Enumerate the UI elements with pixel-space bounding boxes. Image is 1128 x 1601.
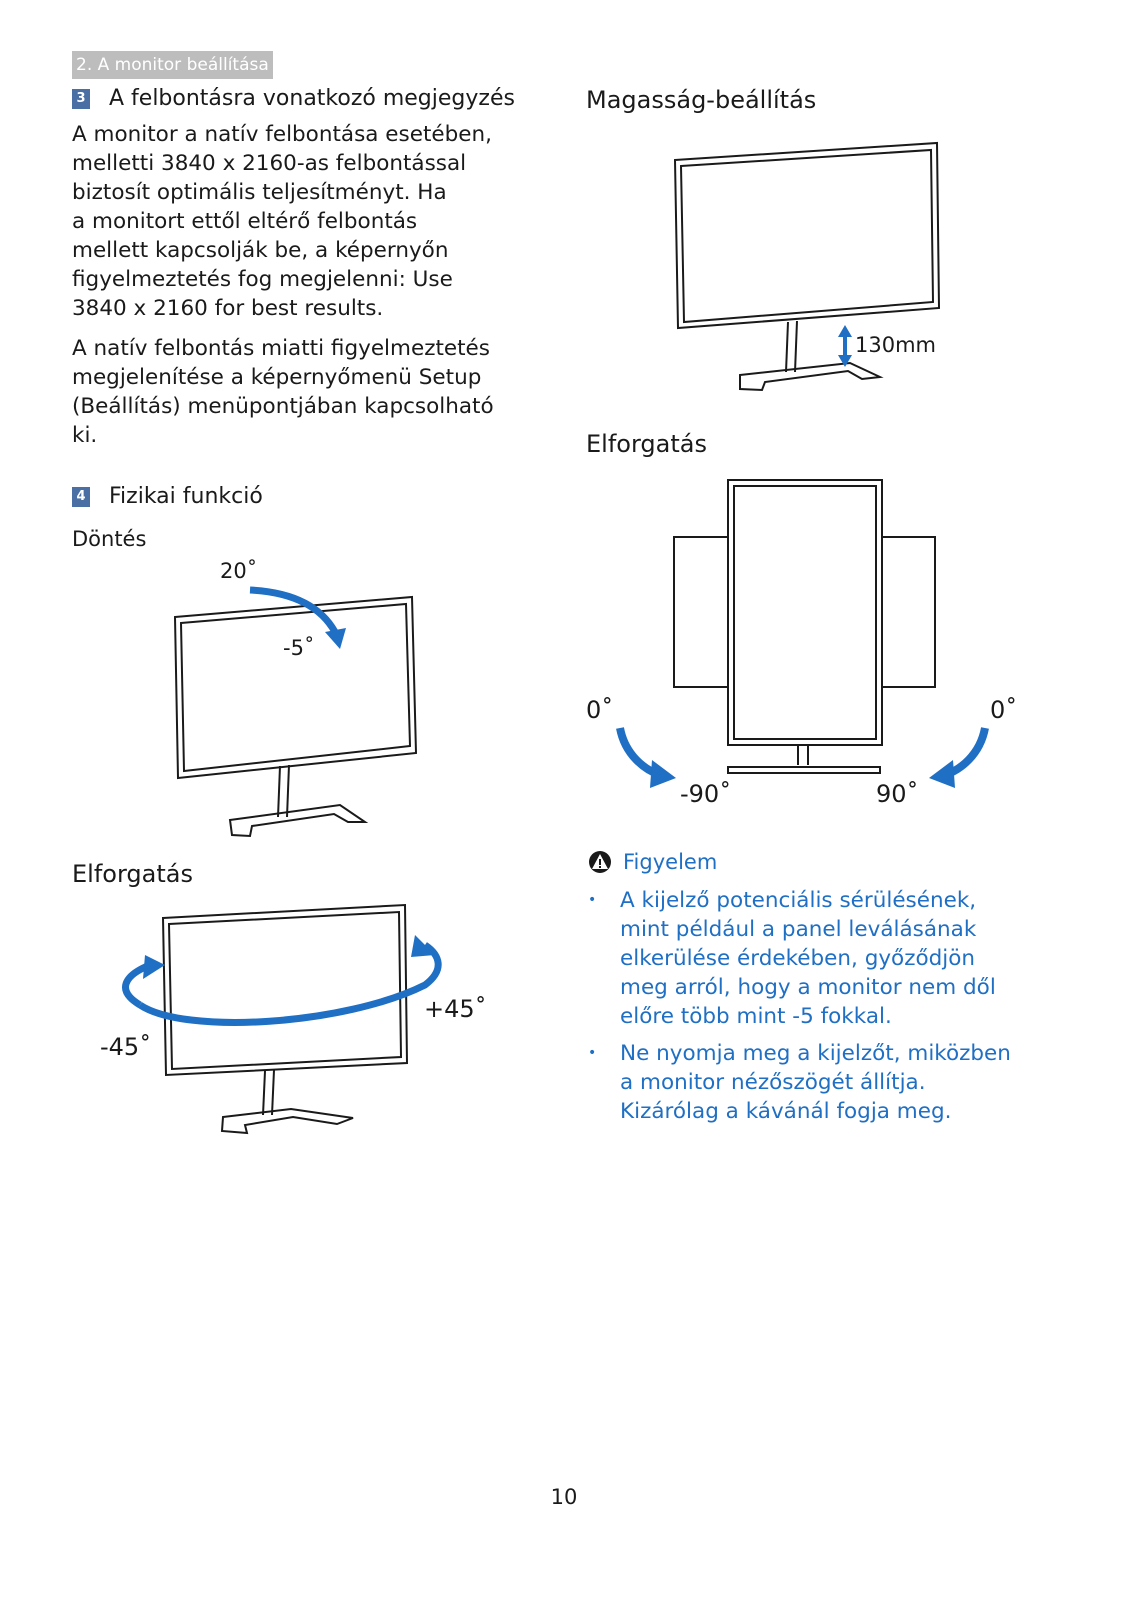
- resolution-paragraph-1: A monitor a natív felbontása esetében, m…: [72, 120, 542, 323]
- text-line: (Beállítás) menüpontjában kapcsolható: [72, 394, 494, 419]
- height-illustration: [673, 141, 941, 392]
- text-line: A monitor a natív felbontása esetében,: [72, 122, 492, 147]
- text-line: melletti 3840 x 2160-as felbontással: [72, 151, 467, 176]
- bullet-icon: •: [588, 892, 597, 908]
- text-line: Ne nyomja meg a kijelzőt, miközben: [620, 1041, 1011, 1066]
- section-header: 2. A monitor beállítása: [72, 51, 273, 79]
- pivot-right-start: 0˚: [990, 696, 1018, 724]
- warning-icon: [589, 851, 611, 873]
- list-item: • A kijelző potenciális sérülésének, min…: [586, 886, 1056, 1031]
- text-line: elkerülése érdekében, győződjön: [620, 946, 976, 971]
- text-line: Kizárólag a kávánál fogja meg.: [620, 1099, 952, 1124]
- caution-title: Figyelem: [623, 850, 718, 874]
- page-number: 10: [550, 1485, 578, 1509]
- section-title-resolution: A felbontásra vonatkozó megjegyzés: [109, 86, 515, 111]
- text-line: meg arról, hogy a monitor nem dől: [620, 975, 996, 1000]
- section-number-4: 4: [72, 487, 90, 507]
- text-line: előre több mint -5 fokkal.: [620, 1004, 892, 1029]
- resolution-paragraph-2: A natív felbontás miatti figyelmeztetés …: [72, 334, 542, 450]
- text-line: biztosít optimális teljesítményt. Ha: [72, 180, 447, 205]
- swivel-angle-left: -45˚: [100, 1033, 152, 1061]
- list-item: • Ne nyomja meg a kijelzőt, miközben a m…: [586, 1039, 1056, 1126]
- pivot-illustration: [616, 479, 989, 788]
- section-number-3: 3: [72, 89, 90, 109]
- swivel-illustration: [122, 903, 442, 1135]
- text-line: A natív felbontás miatti figyelmeztetés: [72, 336, 490, 361]
- swivel-angle-right: +45˚: [424, 995, 487, 1023]
- tilt-illustration: [173, 586, 418, 838]
- tilt-angle-down: -5˚: [283, 636, 315, 660]
- text-line: 3840 x 2160 for best results.: [72, 296, 384, 321]
- tilt-angle-up: 20˚: [220, 559, 258, 583]
- text-line: megjelenítése a képernyőmenü Setup: [72, 365, 482, 390]
- height-label: Magasság-beállítás: [586, 86, 817, 114]
- text-line: a monitort ettől eltérő felbontás: [72, 209, 418, 234]
- text-line: mellett kapcsolják be, a képernyőn: [72, 238, 449, 263]
- text-line: figyelmeztetés fog megjelenni: Use: [72, 267, 453, 292]
- text-line: a monitor nézőszögét állítja.: [620, 1070, 926, 1095]
- pivot-left-end: -90˚: [680, 780, 732, 808]
- swivel-label: Elforgatás: [72, 860, 193, 888]
- tilt-label: Döntés: [72, 527, 147, 551]
- text-line: mint például a panel leválásának: [620, 917, 977, 942]
- section-title-physical: Fizikai funkció: [109, 484, 263, 509]
- caution-list: • A kijelző potenciális sérülésének, min…: [586, 886, 1056, 1134]
- bullet-icon: •: [588, 1045, 597, 1061]
- pivot-label: Elforgatás: [586, 430, 707, 458]
- text-line: A kijelző potenciális sérülésének,: [620, 888, 977, 913]
- text-line: ki.: [72, 423, 98, 448]
- pivot-right-end: 90˚: [876, 780, 919, 808]
- height-value: 130mm: [855, 333, 936, 357]
- pivot-left-start: 0˚: [586, 696, 614, 724]
